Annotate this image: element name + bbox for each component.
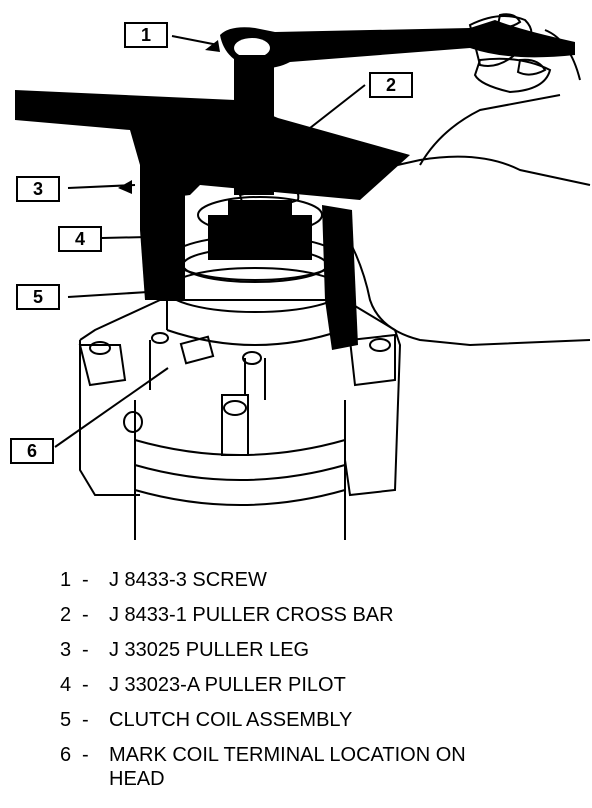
legend-text: J 33025 PULLER LEG xyxy=(109,639,310,661)
legend-separator: - xyxy=(82,709,89,731)
legend-text: J 33023-A PULLER PILOT xyxy=(109,674,346,696)
legend-number: 6 xyxy=(60,744,72,766)
finger-lower xyxy=(473,57,552,94)
head-bolt xyxy=(369,338,391,352)
legend-number: 3 xyxy=(60,639,72,661)
compressor-band xyxy=(134,439,346,506)
arrow-head-3 xyxy=(118,180,132,194)
wrench xyxy=(220,20,575,69)
head-bolt xyxy=(242,351,262,365)
legend-item: 3 - J 33025 PULLER LEG xyxy=(60,638,509,662)
legend-item: 6 - MARK COIL TERMINAL LOCATION ON HEAD xyxy=(60,743,509,791)
callout-2: 2 xyxy=(369,72,413,98)
legend-text: J 8433-1 PULLER CROSS BAR xyxy=(109,604,394,626)
leader-line-2 xyxy=(309,84,366,129)
coil-terminal xyxy=(179,335,215,365)
legend-number: 1 xyxy=(60,569,72,591)
legend-separator: - xyxy=(82,569,89,591)
callout-5: 5 xyxy=(16,284,60,310)
wrench-jaw xyxy=(234,38,270,58)
leader-line-5 xyxy=(67,291,149,298)
puller-illustration xyxy=(15,13,591,540)
coil-lug xyxy=(221,394,249,456)
callout-6: 6 xyxy=(10,438,54,464)
legend-item: 1 - J 8433-3 SCREW xyxy=(60,568,509,592)
puller-leg-right xyxy=(322,205,358,350)
head-mounting-ear-left xyxy=(78,344,127,387)
legend-separator: - xyxy=(82,674,89,696)
arrow-head-2 xyxy=(304,128,318,135)
legend-item: 5 - CLUTCH COIL ASSEMBLY xyxy=(60,708,509,732)
hand-outline xyxy=(239,29,591,347)
clutch-coil-ring xyxy=(166,267,344,313)
legend-number: 5 xyxy=(60,709,72,731)
legend-text: J 8433-3 SCREW xyxy=(109,569,267,591)
callout-1: 1 xyxy=(124,22,168,48)
clutch-coil-base xyxy=(166,329,344,346)
head-rib xyxy=(149,340,266,400)
callout-3: 3 xyxy=(16,176,60,202)
pilot-neck xyxy=(228,200,292,222)
compressor-body xyxy=(134,400,346,540)
legend-separator: - xyxy=(82,604,89,626)
leader-line-6 xyxy=(54,367,169,448)
finger-nail xyxy=(516,58,547,76)
head-bolt xyxy=(151,332,169,344)
leader-line-1 xyxy=(171,35,219,46)
puller-pilot xyxy=(208,215,312,260)
compressor-head xyxy=(79,299,402,497)
legend-number: 2 xyxy=(60,604,72,626)
head-bolt xyxy=(223,400,247,416)
head-bolt xyxy=(89,341,111,355)
legend-separator: - xyxy=(82,639,89,661)
arrow-head-1 xyxy=(205,40,220,52)
parts-legend: 1 - J 8433-3 SCREW 2 - J 8433-1 PULLER C… xyxy=(60,568,509,802)
legend-number: 4 xyxy=(60,674,72,696)
legend-separator: - xyxy=(82,744,89,766)
puller-cross-bar xyxy=(15,90,410,200)
leader-line-4 xyxy=(101,236,149,239)
legend-text: CLUTCH COIL ASSEMBLY xyxy=(109,709,353,731)
legend-item: 4 - J 33023-A PULLER PILOT xyxy=(60,673,509,697)
legend-text: MARK COIL TERMINAL LOCATION ON HEAD xyxy=(109,744,466,790)
head-bolt xyxy=(123,411,143,433)
legend-item: 2 - J 8433-1 PULLER CROSS BAR xyxy=(60,603,509,627)
callout-4: 4 xyxy=(58,226,102,252)
head-mounting-ear-right xyxy=(348,333,396,387)
puller-leg-left xyxy=(140,160,185,300)
